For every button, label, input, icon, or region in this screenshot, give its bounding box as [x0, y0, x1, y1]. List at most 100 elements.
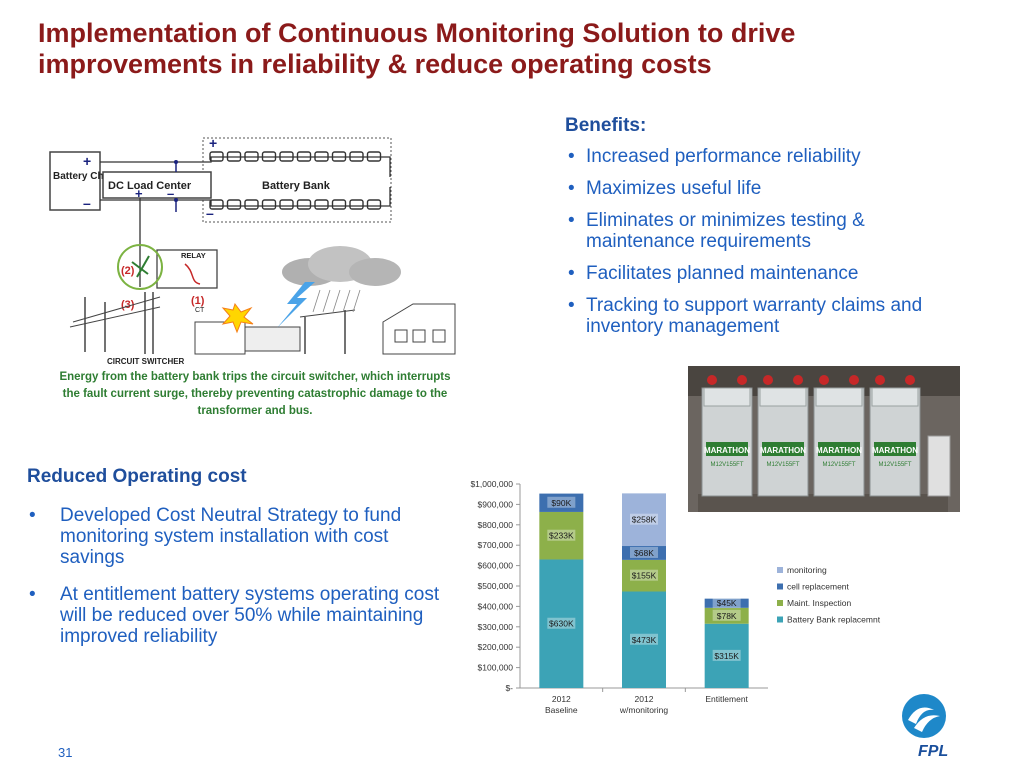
fpl-logo: FPL	[902, 694, 948, 760]
x-tick-label: 2012	[552, 694, 571, 704]
charger-minus: –	[83, 195, 91, 211]
benefit-item: Maximizes useful life	[566, 178, 966, 199]
reduced-cost-heading: Reduced Operating cost	[27, 466, 247, 487]
data-label-bg	[630, 569, 658, 581]
data-label: $68K	[634, 548, 654, 558]
data-label-bg	[630, 633, 658, 645]
battery-cell	[209, 199, 224, 210]
battery-cells-bottom	[209, 199, 382, 210]
battery-brand-label: MARATHON	[760, 446, 806, 455]
x-tick-label: 2012	[635, 694, 654, 704]
data-label-bg	[547, 529, 576, 541]
battery-cell	[366, 199, 382, 210]
legend-swatch	[777, 583, 783, 590]
battery-charger-label: Battery Charger	[53, 171, 129, 182]
step-1-label: (1)	[191, 295, 205, 307]
data-label: $45K	[717, 598, 737, 608]
battery-cell	[244, 199, 259, 210]
step-2-label: (2)	[121, 265, 135, 277]
fpl-logo-text: FPL	[918, 743, 948, 760]
data-label-bg	[630, 546, 658, 558]
battery-cell	[296, 199, 312, 210]
y-tick-label: $400,000	[478, 601, 514, 611]
y-tick-label: $1,000,000	[470, 479, 513, 489]
y-tick-label: $300,000	[478, 622, 514, 632]
battery-cell	[226, 199, 242, 210]
page-number: 31	[58, 745, 73, 760]
bar-segment	[704, 598, 749, 608]
legend-label: cell replacement	[787, 582, 850, 592]
data-label: $630K	[549, 619, 574, 629]
battery-cell	[349, 199, 364, 210]
battery-units: MARATHONM12V155FTMARATHONM12V155FTMARATH…	[701, 375, 921, 497]
reduced-cost-item: Developed Cost Neutral Strategy to fund …	[27, 505, 457, 568]
bank-plus: +	[209, 135, 217, 151]
charger-plus: +	[83, 153, 91, 169]
bar-segment	[622, 546, 666, 560]
battery-unit: MARATHON M12V155FT	[701, 375, 753, 497]
battery-model-label: M12V155FT	[766, 462, 799, 468]
reduced-cost-list: Developed Cost Neutral Strategy to fund …	[27, 505, 457, 663]
benefits-heading: Benefits:	[565, 115, 647, 136]
bar-segment	[704, 623, 749, 688]
battery-brand-label: MARATHON	[816, 446, 862, 455]
title-line-1: Implementation of Continuous Monitoring …	[38, 18, 796, 48]
title-line-2: improvements in reliability & reduce ope…	[38, 49, 712, 79]
legend-label: Battery Bank replacemnt	[787, 615, 881, 625]
slide-title: Implementation of Continuous Monitoring …	[38, 18, 998, 80]
x-tick-label: w/monitoring	[619, 705, 668, 715]
battery-model-label: M12V155FT	[878, 462, 911, 468]
legend-label: Maint. Inspection	[787, 598, 852, 608]
bar-segment	[622, 591, 666, 688]
bar-segment	[539, 511, 584, 560]
battery-model-label: M12V155FT	[710, 462, 743, 468]
legend-swatch	[777, 567, 783, 573]
benefit-item: Increased performance reliability	[566, 146, 966, 167]
y-tick-label: $600,000	[478, 561, 514, 571]
bar-segment	[622, 559, 666, 592]
cost-chart: $-$100,000$200,000$300,000$400,000$500,0…	[470, 479, 881, 715]
data-label-bg	[547, 496, 576, 508]
data-label: $155K	[632, 571, 657, 581]
battery-cell	[331, 199, 347, 210]
ct-label: CT	[195, 307, 205, 314]
data-label: $258K	[632, 515, 657, 525]
legend-label: monitoring	[787, 565, 827, 575]
bar-segment	[704, 607, 749, 624]
data-label: $78K	[717, 611, 737, 621]
bar-segment	[539, 559, 584, 688]
battery-photo: MARATHONM12V155FTMARATHONM12V155FTMARATH…	[688, 366, 960, 512]
benefit-item: Eliminates or minimizes testing & mainte…	[566, 210, 966, 252]
battery-unit: MARATHON M12V155FT	[757, 375, 809, 497]
circuit-switcher-label: CIRCUIT SWITCHER	[107, 357, 185, 366]
battery-brand-label: MARATHON	[872, 446, 918, 455]
battery-model-label: M12V155FT	[822, 462, 855, 468]
dc-load-center-label: DC Load Center	[108, 180, 192, 192]
data-label: $90K	[551, 498, 571, 508]
bank-minus: –	[206, 205, 214, 221]
data-label: $233K	[549, 531, 574, 541]
y-tick-label: $700,000	[478, 540, 514, 550]
x-tick-label: Entitlement	[705, 694, 748, 704]
battery-bank-label: Battery Bank	[262, 180, 331, 192]
y-tick-label: $800,000	[478, 520, 514, 530]
battery-cell	[314, 199, 329, 210]
y-tick-label: $100,000	[478, 663, 514, 673]
y-tick-label: $-	[505, 683, 513, 693]
relay-label: RELAY	[181, 251, 206, 260]
reduced-cost-item: At entitlement battery systems operating…	[27, 584, 457, 647]
data-label-bg	[712, 649, 741, 661]
data-label-bg	[712, 597, 741, 609]
x-tick-label: Baseline	[545, 705, 578, 715]
fpl-logo-icon	[902, 694, 946, 738]
legend-swatch	[777, 600, 783, 606]
battery-brand-label: MARATHON	[704, 446, 750, 455]
battery-cell	[261, 199, 277, 210]
y-tick-label: $500,000	[478, 581, 514, 591]
battery-unit: MARATHON M12V155FT	[869, 375, 921, 497]
circuit-diagram: + – Battery Bank Battery Charger + – DC …	[49, 135, 456, 366]
battery-cell	[279, 199, 294, 210]
y-tick-label: $900,000	[478, 499, 514, 509]
legend-swatch	[777, 616, 783, 623]
battery-unit: MARATHON M12V155FT	[813, 375, 865, 497]
